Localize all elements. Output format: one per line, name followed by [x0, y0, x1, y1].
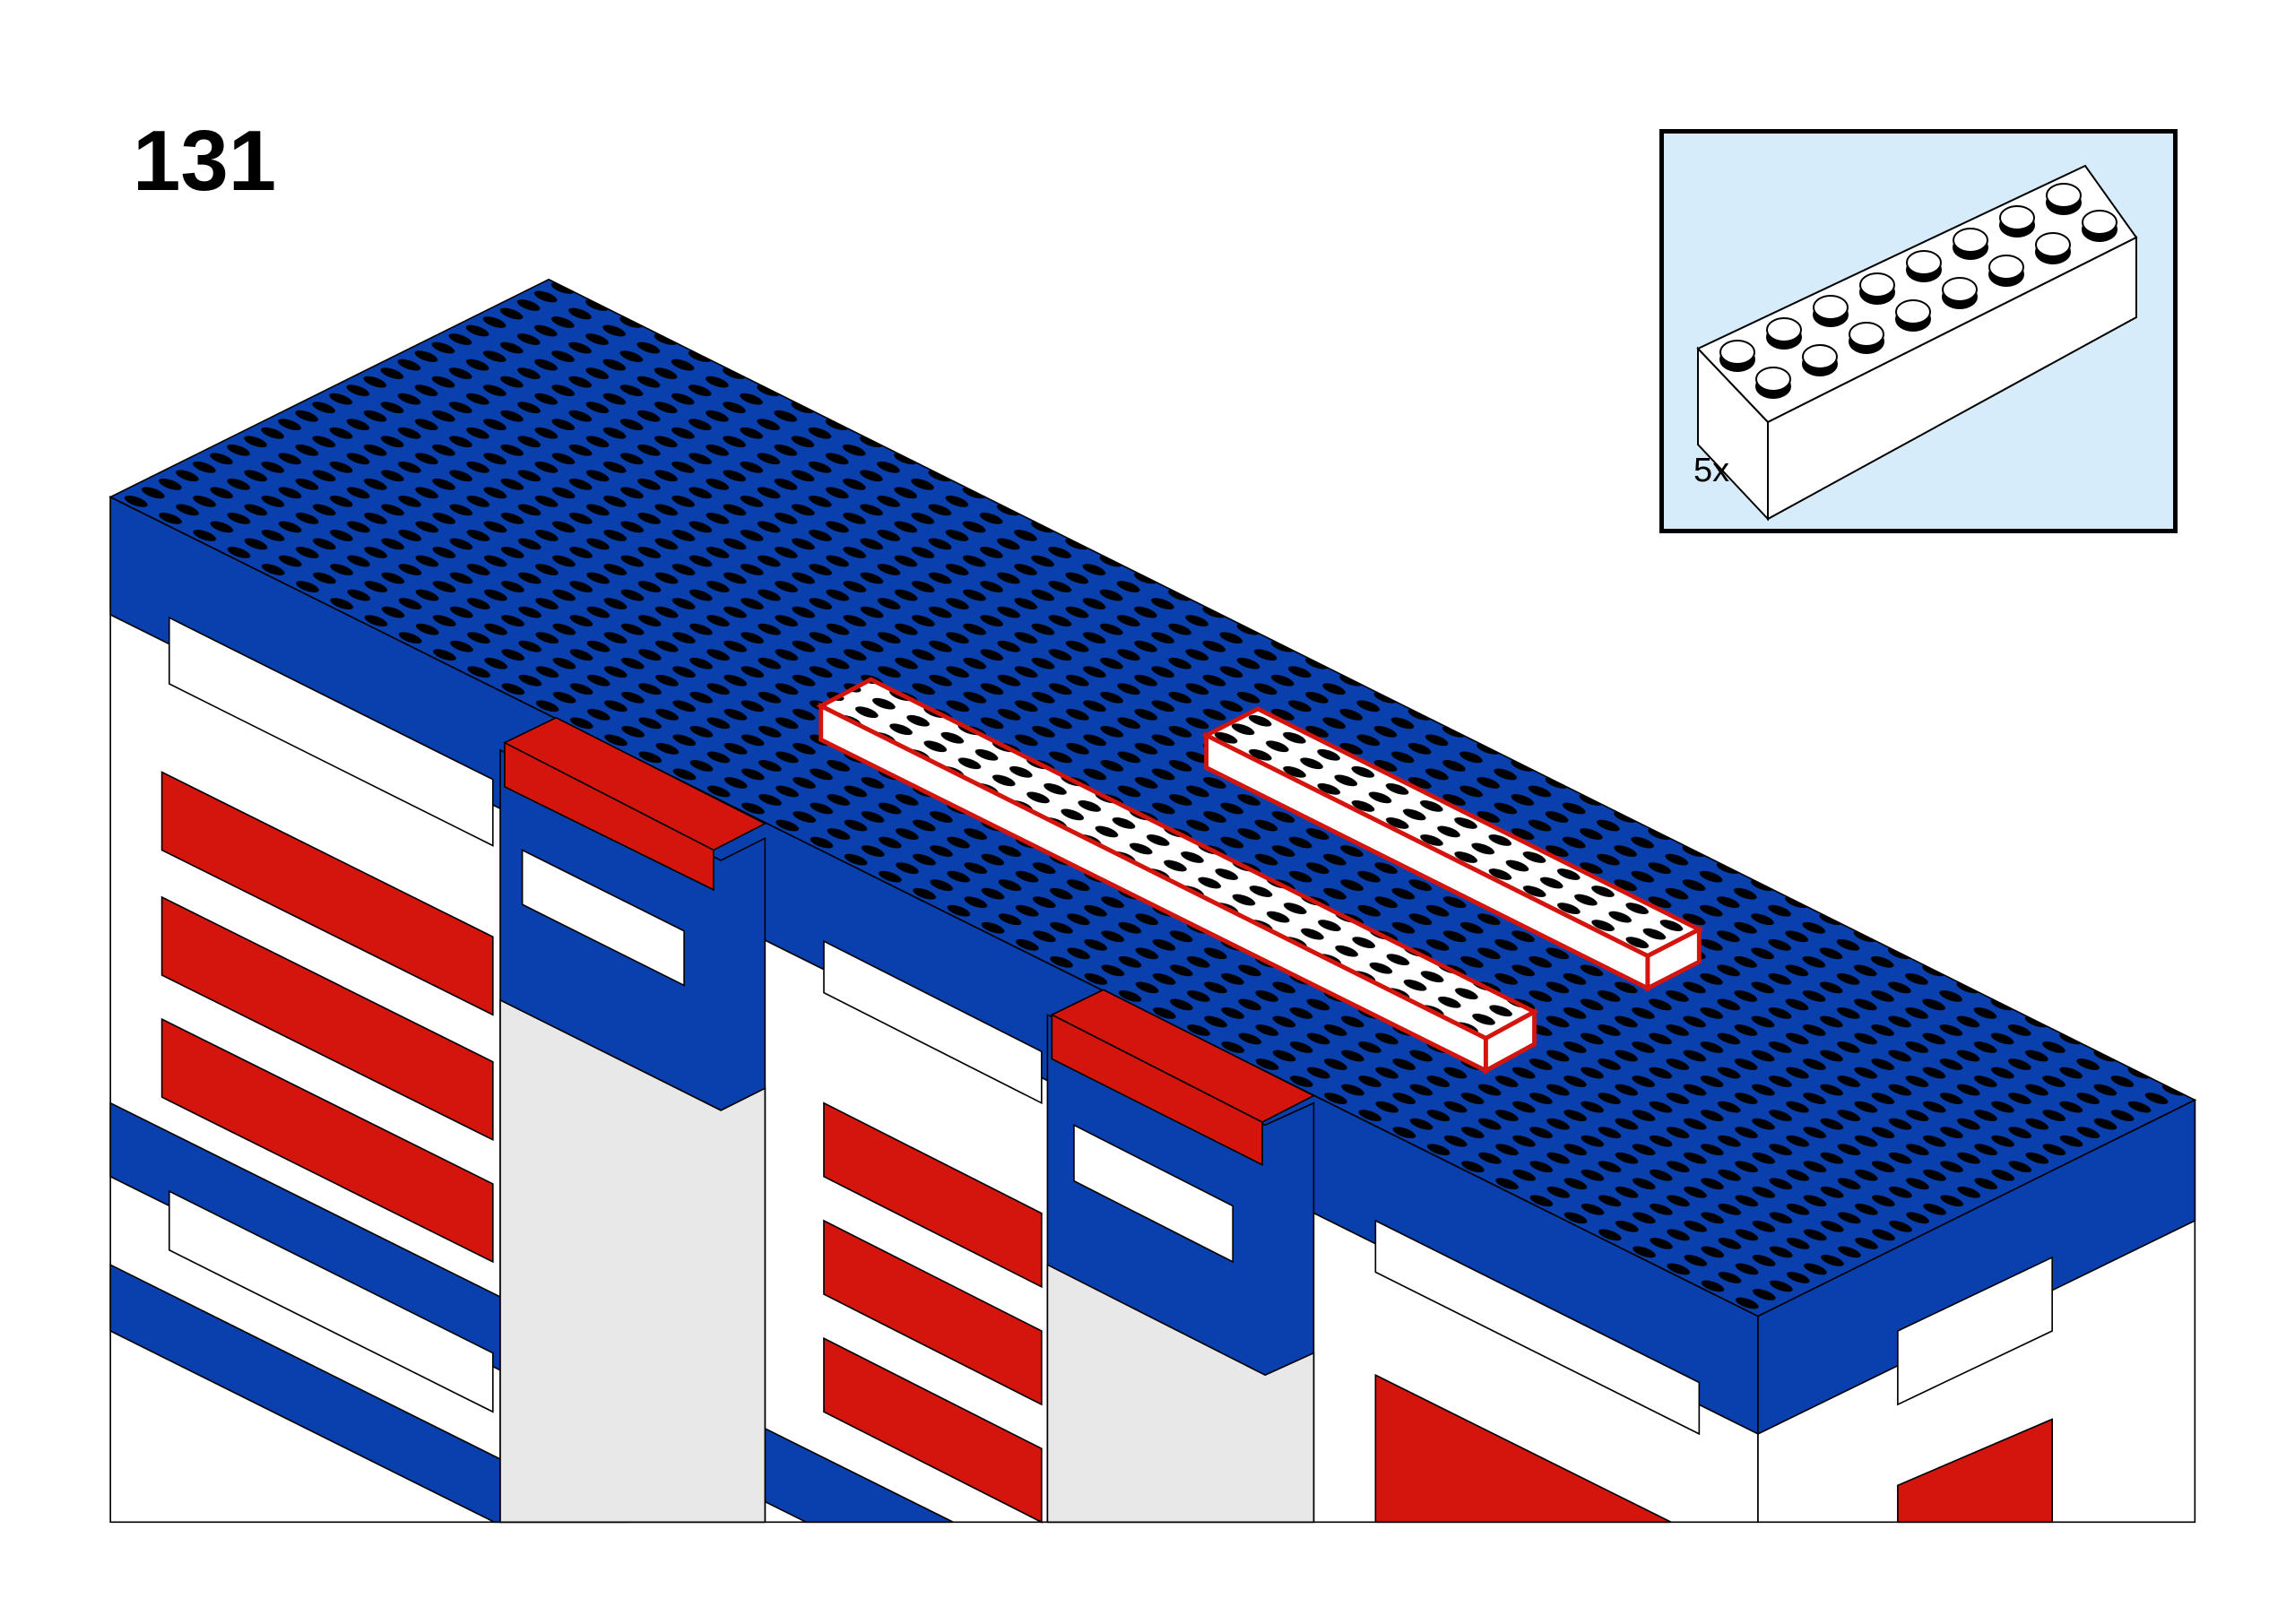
stud — [1895, 299, 1931, 324]
stud — [2035, 232, 2071, 257]
stud — [1802, 344, 1838, 369]
building-model — [108, 278, 2197, 1524]
stud — [1859, 272, 1895, 298]
brick-2x8-white-icon — [1696, 164, 2138, 522]
step-number: 131 — [133, 113, 277, 209]
stud — [2046, 183, 2082, 208]
part-quantity: 5x — [1693, 452, 1730, 489]
windows — [168, 616, 2053, 1436]
stud — [1813, 295, 1849, 320]
stud — [1766, 317, 1802, 342]
stud — [1988, 255, 2024, 280]
new-bricks — [816, 677, 1704, 1075]
stud — [2082, 210, 2117, 235]
stud — [1999, 205, 2035, 230]
stud — [1942, 277, 1978, 302]
stud — [1719, 340, 1755, 365]
stud — [1755, 367, 1791, 392]
red-windows — [160, 771, 2053, 1524]
stud — [1849, 322, 1884, 347]
stud — [1906, 250, 1942, 275]
stud — [1953, 228, 1988, 253]
parts-callout: 5x — [1659, 129, 2178, 533]
